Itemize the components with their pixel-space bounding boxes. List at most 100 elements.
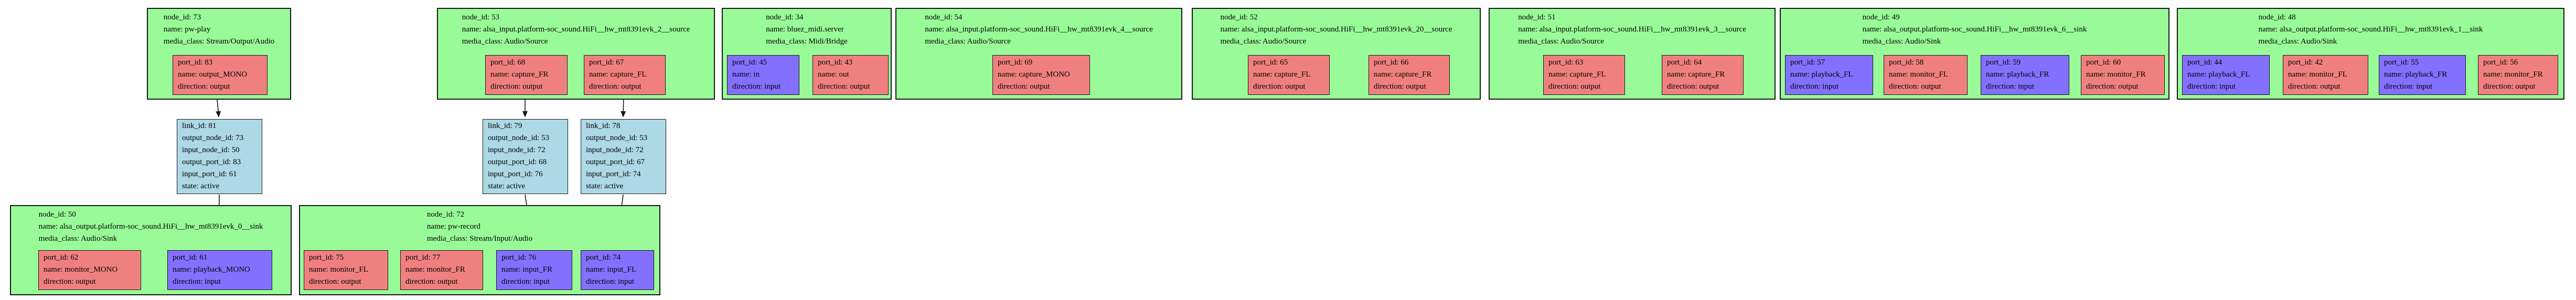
link-78-line: link_id: 78 (586, 122, 621, 130)
port-59-line: direction: input (1986, 82, 2035, 91)
port-43-line: direction: output (818, 82, 870, 91)
port-44: port_id: 44 name: playback_FL direction: i… (2182, 55, 2270, 95)
port-56-line: direction: output (2483, 82, 2536, 91)
node-73-label-line: node_id: 73 (163, 13, 201, 22)
node-73-label-line: name: pw-play (163, 25, 211, 34)
port-77-line: port_id: 77 (405, 253, 441, 262)
port-44-line: direction: input (2187, 82, 2236, 91)
port-43-line: port_id: 43 (818, 58, 853, 67)
node-51-label-line: name: alsa_input.platform-soc_sound.HiFi… (1518, 25, 1746, 34)
port-83-line: name: output_MONO (178, 70, 248, 79)
port-44-line: name: playback_FL (2187, 70, 2250, 79)
node-54-label-line: media_class: Audio/Source (925, 37, 1011, 46)
link-79-line: input_port_id: 76 (488, 170, 543, 178)
node-52-label-line: media_class: Audio/Source (1220, 37, 1307, 46)
link-78-line: output_port_id: 67 (586, 158, 645, 166)
node-54-label-line: name: alsa_input.platform-soc_sound.HiFi… (925, 25, 1153, 34)
port-43-line: name: out (818, 70, 849, 79)
port-60-line: direction: output (2086, 82, 2139, 91)
port-45-line: port_id: 45 (732, 58, 767, 67)
port-42-line: name: monitor_FL (2288, 70, 2347, 79)
port-59-line: name: playback_FR (1986, 70, 2049, 79)
node-50-label-line: media_class: Audio/Sink (38, 234, 117, 243)
node-54-label: node_id: 54 name: alsa_input.platform-soc… (896, 12, 1181, 48)
node-51-label-line: node_id: 51 (1518, 13, 1556, 22)
port-55-line: name: playback_FR (2384, 70, 2447, 79)
port-59-line: port_id: 59 (1986, 58, 2021, 67)
port-75-line: direction: output (309, 277, 361, 286)
port-66-line: port_id: 66 (1374, 58, 1409, 67)
link-78-line: output_node_id: 53 (586, 134, 648, 142)
node-53-label-line: media_class: Audio/Source (462, 37, 548, 46)
node-51-label-text: node_id: 51 name: alsa_input.platform-soc… (1518, 12, 1746, 48)
port-61-line: name: playback_MONO (173, 265, 250, 274)
port-58-line: name: monitor_FL (1889, 70, 1948, 79)
port-57-line: port_id: 57 (1790, 58, 1825, 67)
node-49-label-line: media_class: Audio/Sink (1862, 37, 1941, 46)
node-49-label-line: node_id: 49 (1862, 13, 1900, 22)
port-60-line: name: monitor_FR (2086, 70, 2146, 79)
node-51: node_id: 51 name: alsa_input.platform-soc… (1489, 8, 1776, 100)
port-69-line: direction: output (998, 82, 1050, 91)
port-61-line: port_id: 61 (173, 253, 208, 262)
link-81-line: output_node_id: 73 (182, 134, 244, 142)
port-76-line: name: input_FR (501, 265, 553, 274)
port-65-line: direction: output (1253, 82, 1306, 91)
port-62-line: port_id: 62 (44, 253, 79, 262)
port-67-line: name: capture_FL (589, 70, 647, 79)
node-50-label-line: name: alsa_output.platform-soc_sound.HiF… (38, 222, 263, 231)
port-44-line: port_id: 44 (2187, 58, 2222, 67)
link-79-line: output_port_id: 68 (488, 158, 547, 166)
port-74-line: direction: input (586, 277, 635, 286)
link-79-line: output_node_id: 53 (488, 134, 550, 142)
port-65-line: name: capture_FL (1253, 70, 1311, 79)
port-58-line: port_id: 58 (1889, 58, 1924, 67)
port-59: port_id: 59 name: playback_FR direction: i… (1981, 55, 2069, 95)
node-54-label-text: node_id: 54 name: alsa_input.platform-soc… (925, 12, 1153, 48)
link-78-line: input_node_id: 72 (586, 146, 644, 154)
link-79-line: state: active (488, 182, 526, 190)
node-52-label-line: name: alsa_input.platform-soc_sound.HiFi… (1220, 25, 1452, 34)
port-58-line: direction: output (1889, 82, 1941, 91)
port-57-line: direction: input (1790, 82, 1839, 91)
port-62-line: direction: output (44, 277, 96, 286)
node-53-label-line: node_id: 53 (462, 13, 499, 22)
port-68-line: name: capture_FR (490, 70, 549, 79)
link-78-line: input_port_id: 74 (586, 170, 641, 178)
port-66-line: name: capture_FR (1374, 70, 1432, 79)
port-56-line: name: monitor_FR (2483, 70, 2543, 79)
port-69-line: name: capture_MONO (998, 70, 1070, 79)
port-64-line: name: capture_FR (1667, 70, 1725, 79)
port-64-line: port_id: 64 (1667, 58, 1702, 67)
node-54-label-line: node_id: 54 (925, 13, 963, 22)
port-69-line: port_id: 69 (998, 58, 1033, 67)
port-55-line: direction: input (2384, 82, 2433, 91)
port-83-line: direction: output (178, 82, 230, 91)
